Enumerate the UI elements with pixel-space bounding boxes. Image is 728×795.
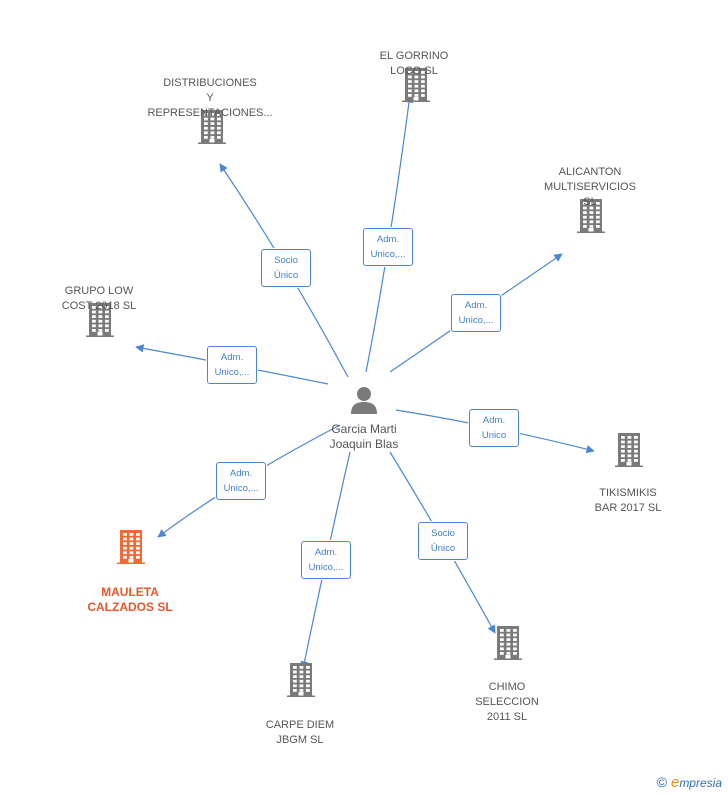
company-label-gorrino[interactable]: EL GORRINO LOCO SL bbox=[379, 50, 449, 77]
building-icon[interactable] bbox=[615, 433, 643, 472]
edge-label-chimo[interactable]: Socio Único bbox=[418, 522, 468, 560]
building-icon[interactable] bbox=[198, 110, 226, 149]
edge-label-distribuciones[interactable]: Socio Único bbox=[261, 249, 311, 287]
footer-brand: ©empresia bbox=[657, 774, 722, 791]
building-icon[interactable] bbox=[402, 68, 430, 107]
brand-logo-initial: e bbox=[670, 774, 680, 791]
company-label-distribuciones[interactable]: DISTRIBUCIONES Y REPRESENTACIONES... bbox=[147, 77, 273, 119]
edge-label-tikismikis[interactable]: Adm. Unico bbox=[469, 409, 519, 447]
person-name-label[interactable]: Garcia Marti Joaquin Blas bbox=[329, 422, 399, 451]
edge-label-grupolow[interactable]: Adm. Unico,... bbox=[207, 346, 257, 384]
edge-label-carpediem[interactable]: Adm. Unico,... bbox=[301, 541, 351, 579]
company-label-carpediem[interactable]: CARPE DIEM JBGM SL bbox=[265, 719, 335, 746]
edge-label-mauleta[interactable]: Adm. Unico,... bbox=[216, 462, 266, 500]
edge-label-gorrino[interactable]: Adm. Unico,... bbox=[363, 228, 413, 266]
brand-logo-text: mpresia bbox=[679, 776, 722, 790]
building-icon[interactable] bbox=[117, 530, 145, 569]
building-icon[interactable] bbox=[577, 199, 605, 238]
company-label-chimo[interactable]: CHIMO SELECCION 2011 SL bbox=[475, 681, 539, 723]
company-label-alicanton[interactable]: ALICANTON MULTISERVICIOS SL bbox=[544, 166, 636, 208]
edge-label-alicanton[interactable]: Adm. Unico,... bbox=[451, 294, 501, 332]
person-icon[interactable] bbox=[349, 386, 379, 414]
company-label-grupolow[interactable]: GRUPO LOW COST 2018 SL bbox=[61, 285, 137, 312]
building-icon[interactable] bbox=[494, 626, 522, 665]
company-label-mauleta[interactable]: MAULETA CALZADOS SL bbox=[87, 585, 173, 614]
company-label-tikismikis[interactable]: TIKISMIKIS BAR 2017 SL bbox=[594, 487, 662, 514]
copyright-symbol: © bbox=[656, 774, 667, 790]
building-icon[interactable] bbox=[287, 663, 315, 702]
building-icon[interactable] bbox=[86, 303, 114, 342]
